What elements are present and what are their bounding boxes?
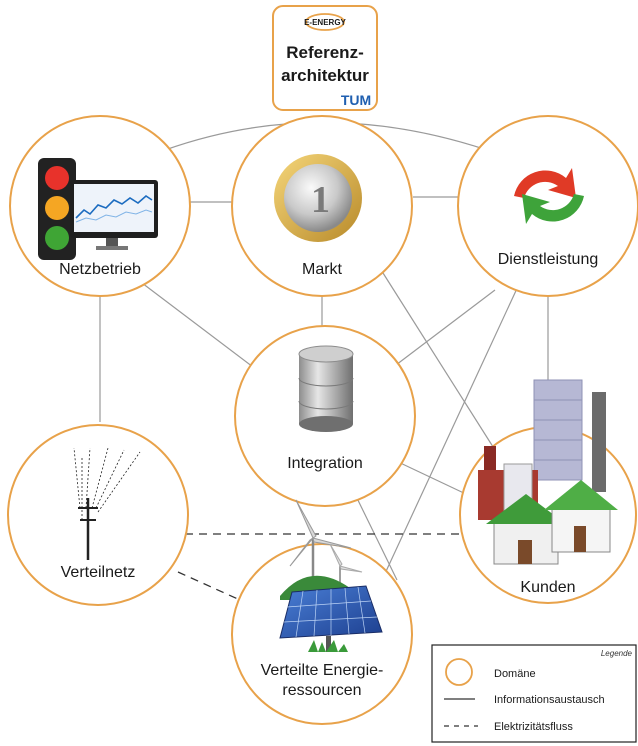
link-integration-ressourcen xyxy=(352,489,398,581)
domain-markt: 1 Markt xyxy=(231,115,413,297)
legend: Legende Domäne Informationsaustausch Ele… xyxy=(431,644,637,743)
power-pole-icon xyxy=(73,447,141,560)
legend-info: Informationsaustausch xyxy=(494,694,605,706)
domain-netzbetrieb: Netzbetrieb xyxy=(9,115,191,297)
label-ressourcen-line1: Verteilte Energie- xyxy=(261,662,384,679)
svg-text:1: 1 xyxy=(311,179,330,221)
legend-domain: Domäne xyxy=(494,668,536,680)
title-box: E-ENERGY Referenz- architektur TUM xyxy=(272,5,378,111)
label-markt: Markt xyxy=(302,261,343,278)
domain-dienstleistung: Dienstleistung xyxy=(457,115,638,297)
legend-domain-swatch xyxy=(445,658,473,686)
title-line-1: Referenz- xyxy=(286,43,363,62)
link-markt-kunden xyxy=(382,272,496,451)
traffic-light-icon xyxy=(38,158,76,260)
tum-logo: TUM xyxy=(341,92,371,108)
domain-verteilnetz: Verteilnetz xyxy=(7,424,189,606)
database-icon xyxy=(298,345,354,432)
label-dienstleistung: Dienstleistung xyxy=(498,251,599,268)
legend-power: Elektrizitätsfluss xyxy=(494,721,573,733)
domain-verteilte-energieressourcen: Verteilte Energie- ressourcen xyxy=(231,499,413,725)
flow-verteilnetz-ressourcen xyxy=(177,571,241,601)
label-netzbetrieb: Netzbetrieb xyxy=(59,261,141,278)
legend-title: Legende xyxy=(601,649,633,658)
link-dienstleistung-integration xyxy=(391,289,496,369)
svg-text:E-ENERGY: E-ENERGY xyxy=(304,18,346,27)
link-netzbetrieb-integration xyxy=(141,282,258,371)
electricity-flow-lines xyxy=(177,533,464,601)
e-energy-logo-icon xyxy=(305,13,345,31)
refresh-arrows-icon xyxy=(514,168,584,224)
label-verteilnetz: Verteilnetz xyxy=(61,564,136,581)
monitor-chart-icon xyxy=(70,180,158,250)
title-line-2: architektur xyxy=(281,66,369,85)
domain-integration: Integration xyxy=(234,325,416,507)
domain-kunden: Kunden xyxy=(459,379,637,604)
link-integration-kunden xyxy=(393,459,469,496)
link-ressourcen-dienstleistung xyxy=(381,281,521,581)
label-kunden: Kunden xyxy=(520,579,575,596)
label-integration: Integration xyxy=(287,455,363,472)
houses-icon xyxy=(486,480,618,565)
euro-coin-icon: 1 xyxy=(274,154,362,242)
label-ressourcen-line2: ressourcen xyxy=(282,682,361,699)
solar-panel-icon xyxy=(279,585,383,652)
